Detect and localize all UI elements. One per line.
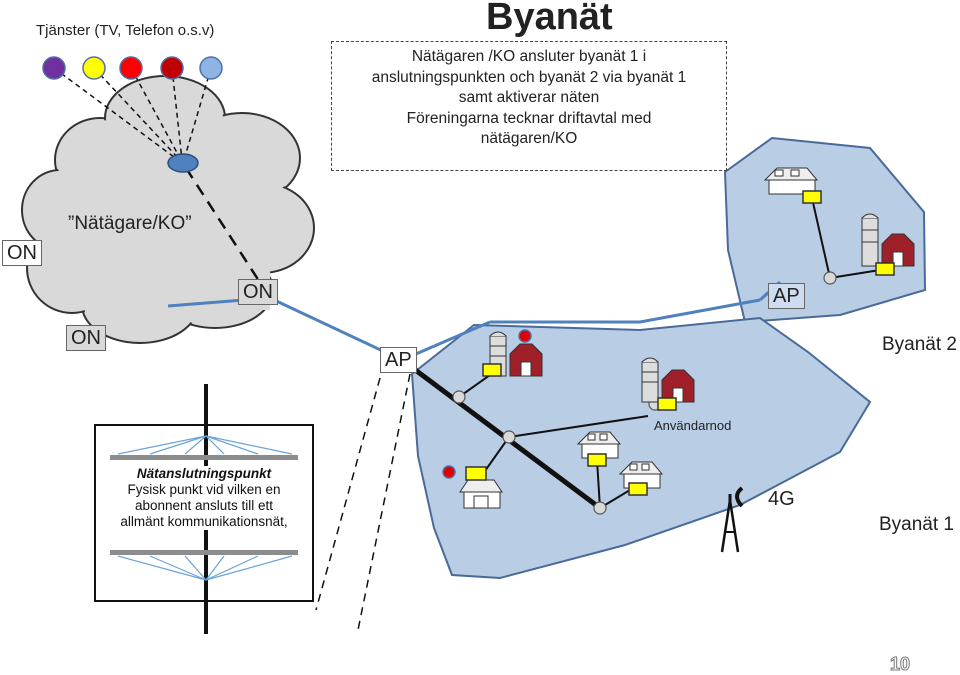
user-terminal <box>875 262 895 276</box>
splice-node-2 <box>502 430 516 444</box>
service-dot-4 <box>160 56 184 80</box>
on-label-cloud-bottom: ON <box>66 325 106 351</box>
mobile-4g-label: 4G <box>768 488 795 510</box>
house-icon <box>459 479 503 509</box>
ap-label-byanat2: AP <box>768 283 805 309</box>
user-terminal <box>465 466 487 481</box>
owner-label: ”Nätägare/KO” <box>68 213 192 234</box>
antenna-icon <box>720 486 744 553</box>
info-line-4: Föreningarna tecknar driftavtal med <box>406 109 652 127</box>
byanat2-label: Byanät 2 <box>882 334 957 355</box>
service-dot-5 <box>199 56 223 80</box>
byanat2-area <box>723 136 927 324</box>
service-dot-2 <box>82 56 106 80</box>
user-terminal <box>802 190 822 204</box>
user-terminal <box>628 482 648 496</box>
connection-point-title: Nätanslutningspunkt <box>136 466 272 481</box>
house-icon <box>763 167 819 195</box>
connection-point-line-2: abonnent ansluts till ett <box>134 498 274 513</box>
user-terminal <box>587 453 607 467</box>
service-dot-3 <box>119 56 143 80</box>
barn-icon <box>641 357 695 403</box>
barn-icon <box>861 213 915 267</box>
ap-label-byanat1: AP <box>380 347 417 373</box>
byanat1-label: Byanät 1 <box>879 514 954 535</box>
red-service-dot-a <box>518 329 532 343</box>
on-label-left: ON <box>2 240 42 266</box>
info-line-3: samt aktiverar näten <box>458 89 600 106</box>
service-dot-1 <box>42 56 66 80</box>
page-number: 10 <box>889 654 911 675</box>
info-box: Nätägaren /KO ansluter byanät 1 i anslut… <box>331 41 727 171</box>
connection-point-box <box>94 424 314 602</box>
user-terminal <box>657 397 677 411</box>
connection-point-line-1: Fysisk punkt vid vilken en <box>127 482 281 497</box>
red-service-dot-b <box>442 465 456 479</box>
user-node-label: Användarnod <box>654 418 732 433</box>
services-label: Tjänster (TV, Telefon o.s.v) <box>36 22 215 39</box>
fiber-trunk <box>400 357 649 511</box>
fan-lines <box>117 435 293 581</box>
splice-node-1 <box>452 390 466 404</box>
hub-uplink <box>184 167 272 299</box>
user-terminal <box>482 363 502 377</box>
info-line-2: anslutningspunkten och byanät 2 via byan… <box>371 68 687 86</box>
callout-lines <box>315 373 411 631</box>
connection-point-text: Nätanslutningspunkt Fysisk punkt vid vil… <box>100 466 308 530</box>
splice-node-3 <box>593 501 607 515</box>
page-title: Byanät <box>486 0 613 38</box>
connection-point-line-3: allmänt kommunikationsnät, <box>120 514 288 529</box>
hub-node <box>167 153 199 173</box>
info-line-5: nätägaren/KO <box>480 130 578 147</box>
splice-node-5 <box>823 271 837 285</box>
service-links <box>53 67 212 161</box>
owner-label-text: Nätägare/KO <box>74 213 186 234</box>
on-label-cloud-right: ON <box>238 279 278 305</box>
byanat1-area <box>410 316 872 580</box>
info-line-1: Nätägaren /KO ansluter byanät 1 i <box>411 48 647 65</box>
